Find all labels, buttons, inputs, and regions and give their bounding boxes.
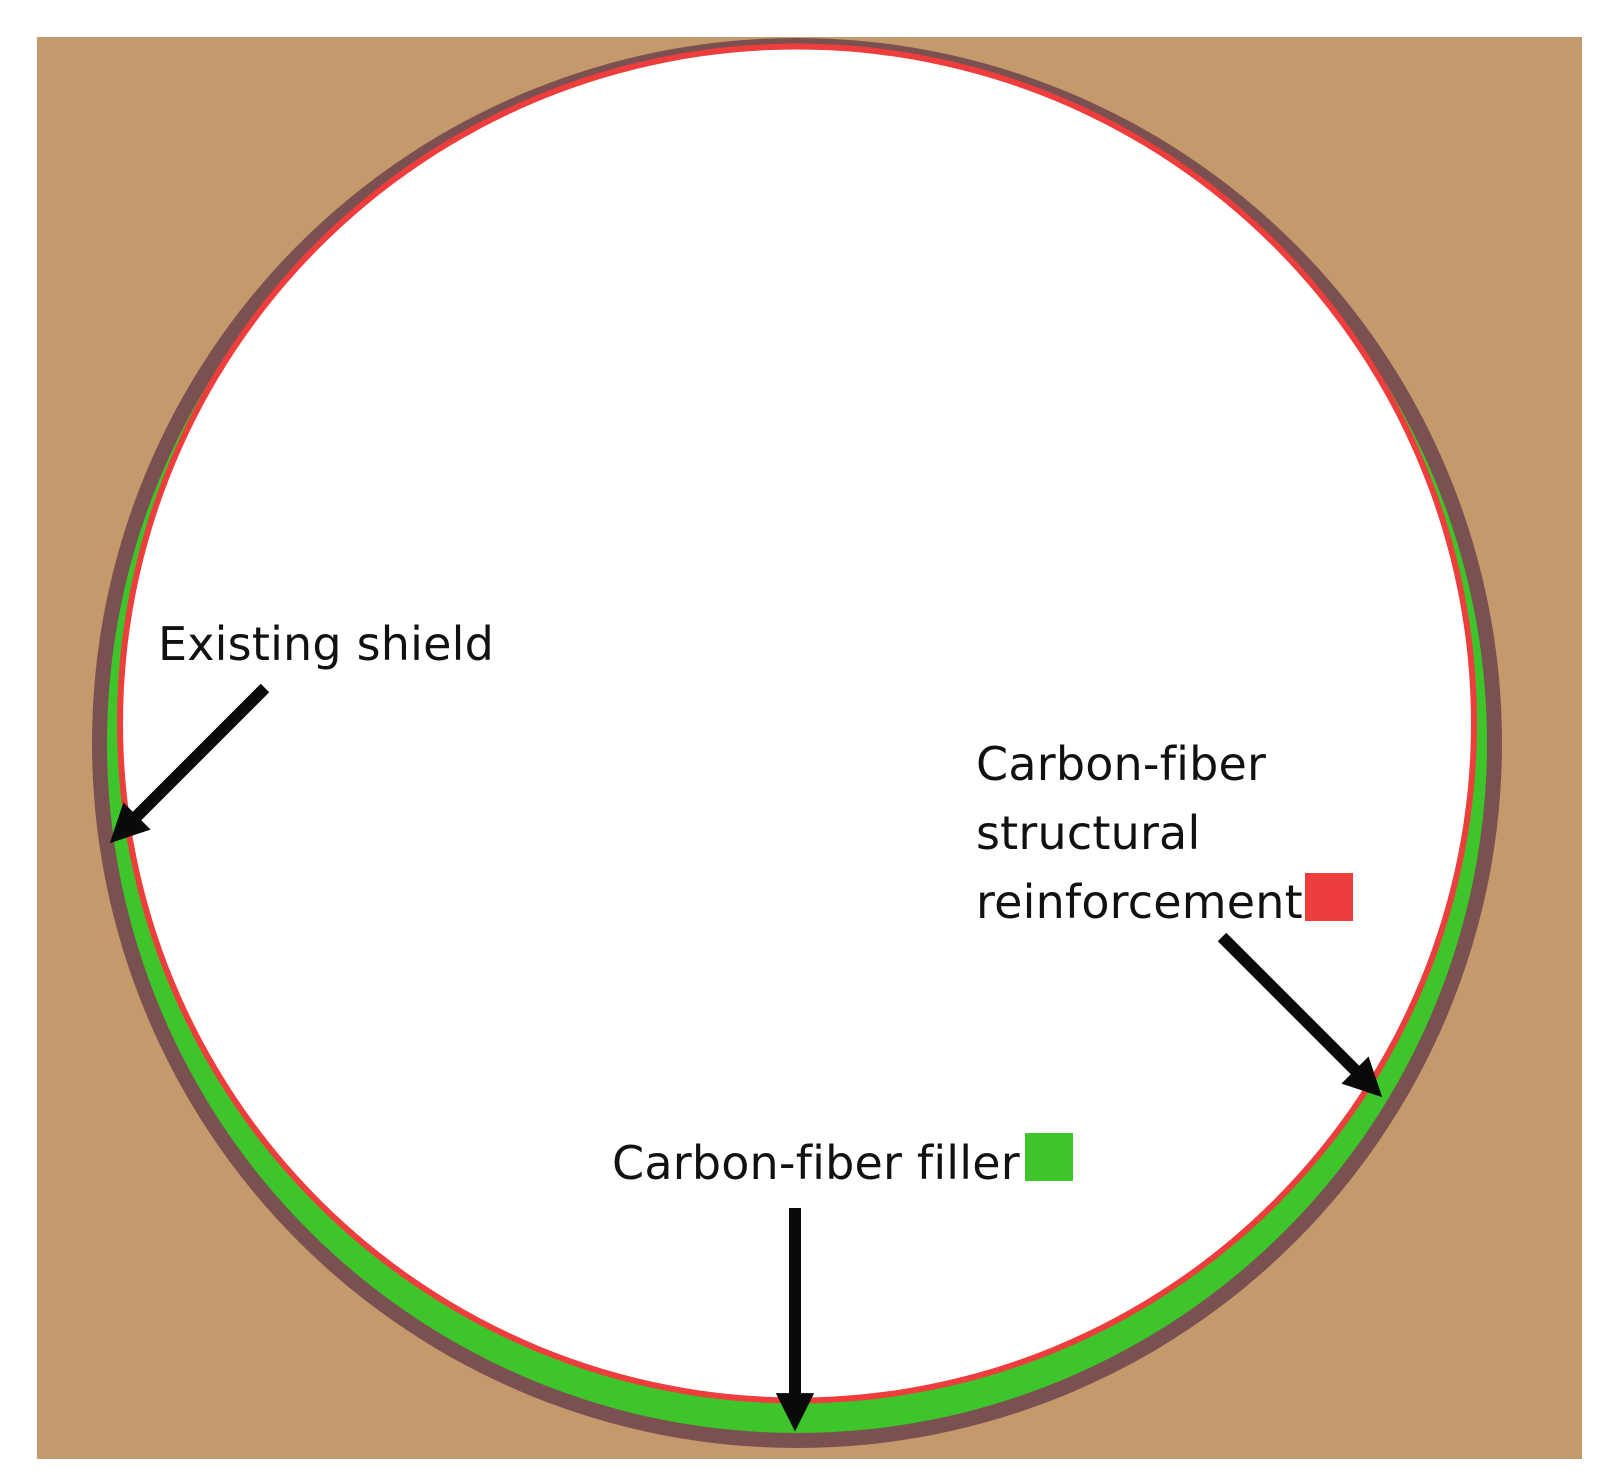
reinforcement-label-line3: reinforcement [976,875,1303,929]
reinforcement-label-line2: structural [976,806,1201,860]
filler-label: Carbon-fiber filler [612,1136,1020,1190]
reinforcement-label-line1: Carbon-fiber [976,737,1267,791]
reinforcement-arrow [1217,932,1383,1098]
reinforcement-legend-swatch [1305,873,1353,921]
tunnel-interior [123,49,1471,1398]
existing-shield-label: Existing shield [158,617,495,671]
filler-legend-swatch [1025,1133,1073,1181]
existing-shield-arrow [109,683,270,844]
